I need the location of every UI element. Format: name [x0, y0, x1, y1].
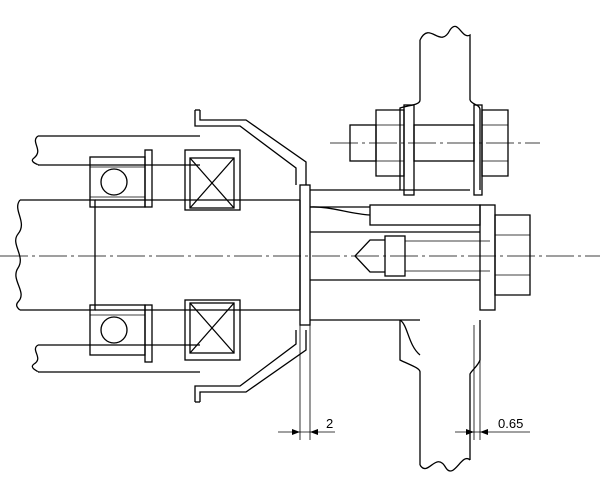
cover-shield [194, 109, 307, 403]
dimension-right-gap: 0.65 [455, 325, 530, 440]
dimension-label-left: 2 [326, 416, 333, 431]
shaft-nut [479, 204, 531, 311]
shaft [15, 199, 301, 311]
shaft-end-thread [310, 231, 490, 281]
dimension-left-gap: 2 [278, 325, 335, 440]
dimension-label-right: 0.65 [498, 416, 523, 431]
lower-ball-bearing [89, 304, 153, 363]
upper-ball-bearing [89, 149, 153, 208]
hub-flange [299, 184, 481, 326]
upper-bolt [349, 104, 509, 196]
wheel-disc [399, 25, 481, 472]
housing [31, 135, 200, 373]
upper-seal [184, 149, 241, 211]
lower-seal [184, 299, 241, 361]
